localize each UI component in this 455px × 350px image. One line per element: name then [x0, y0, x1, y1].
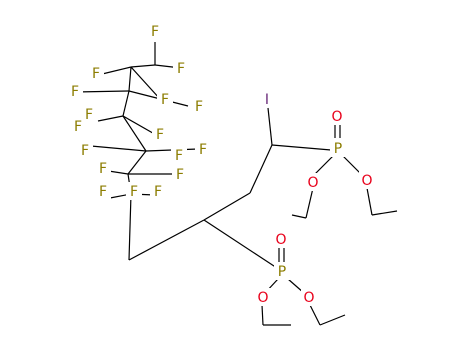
bond	[130, 64, 156, 68]
fluorine-label: F	[130, 184, 138, 200]
fluorine-label: F	[71, 84, 79, 100]
fluorine-label: F	[199, 142, 207, 158]
bond	[122, 90, 130, 117]
bond	[305, 187, 314, 219]
oxygen-label: O	[361, 173, 372, 189]
bond	[122, 115, 147, 152]
bond	[291, 214, 307, 219]
fluorine-label: F	[85, 107, 93, 123]
phosphorus-label: P	[334, 141, 342, 157]
bond	[203, 192, 251, 221]
bond	[319, 314, 346, 326]
bond	[371, 210, 398, 216]
bond	[203, 219, 278, 269]
bond	[130, 66, 161, 100]
fluorine-label: F	[92, 66, 100, 82]
bond	[97, 115, 124, 122]
fluorine-label: F	[195, 99, 203, 115]
phosphorus-label: P	[278, 264, 286, 280]
oxygen-label: O	[303, 290, 314, 306]
fluorine-label: F	[99, 184, 107, 200]
fluorine-label: F	[176, 167, 184, 183]
fluorine-label: F	[74, 119, 82, 135]
bond	[342, 155, 363, 176]
iodine-label: I	[265, 92, 269, 108]
oxygen-label: O	[331, 109, 342, 125]
bond	[74, 90, 130, 93]
bond	[128, 66, 132, 92]
fluorine-label: F	[156, 127, 164, 143]
fluorine-label: F	[154, 184, 162, 200]
bond	[366, 187, 373, 216]
fluorine-label: F	[81, 143, 89, 159]
bond	[312, 155, 334, 177]
bond	[128, 219, 205, 261]
fluorine-label: F	[177, 61, 185, 77]
bond-layer	[74, 42, 398, 326]
fluorine-label: F	[151, 24, 159, 40]
bond	[309, 304, 321, 326]
atom-label-layer: F F F F F F F F F F F F F F F F F I	[67, 21, 375, 306]
fluorine-label: F	[99, 161, 107, 177]
oxygen-label: O	[275, 232, 286, 248]
oxygen-label: O	[257, 290, 268, 306]
fluorine-label: F	[161, 92, 169, 108]
bond	[261, 304, 264, 326]
bond	[249, 144, 273, 194]
bond	[271, 144, 332, 151]
oxygen-label: O	[307, 175, 318, 191]
fluorine-label: F	[175, 148, 183, 164]
bond	[127, 150, 147, 175]
bond	[267, 107, 273, 146]
bond	[128, 193, 132, 261]
